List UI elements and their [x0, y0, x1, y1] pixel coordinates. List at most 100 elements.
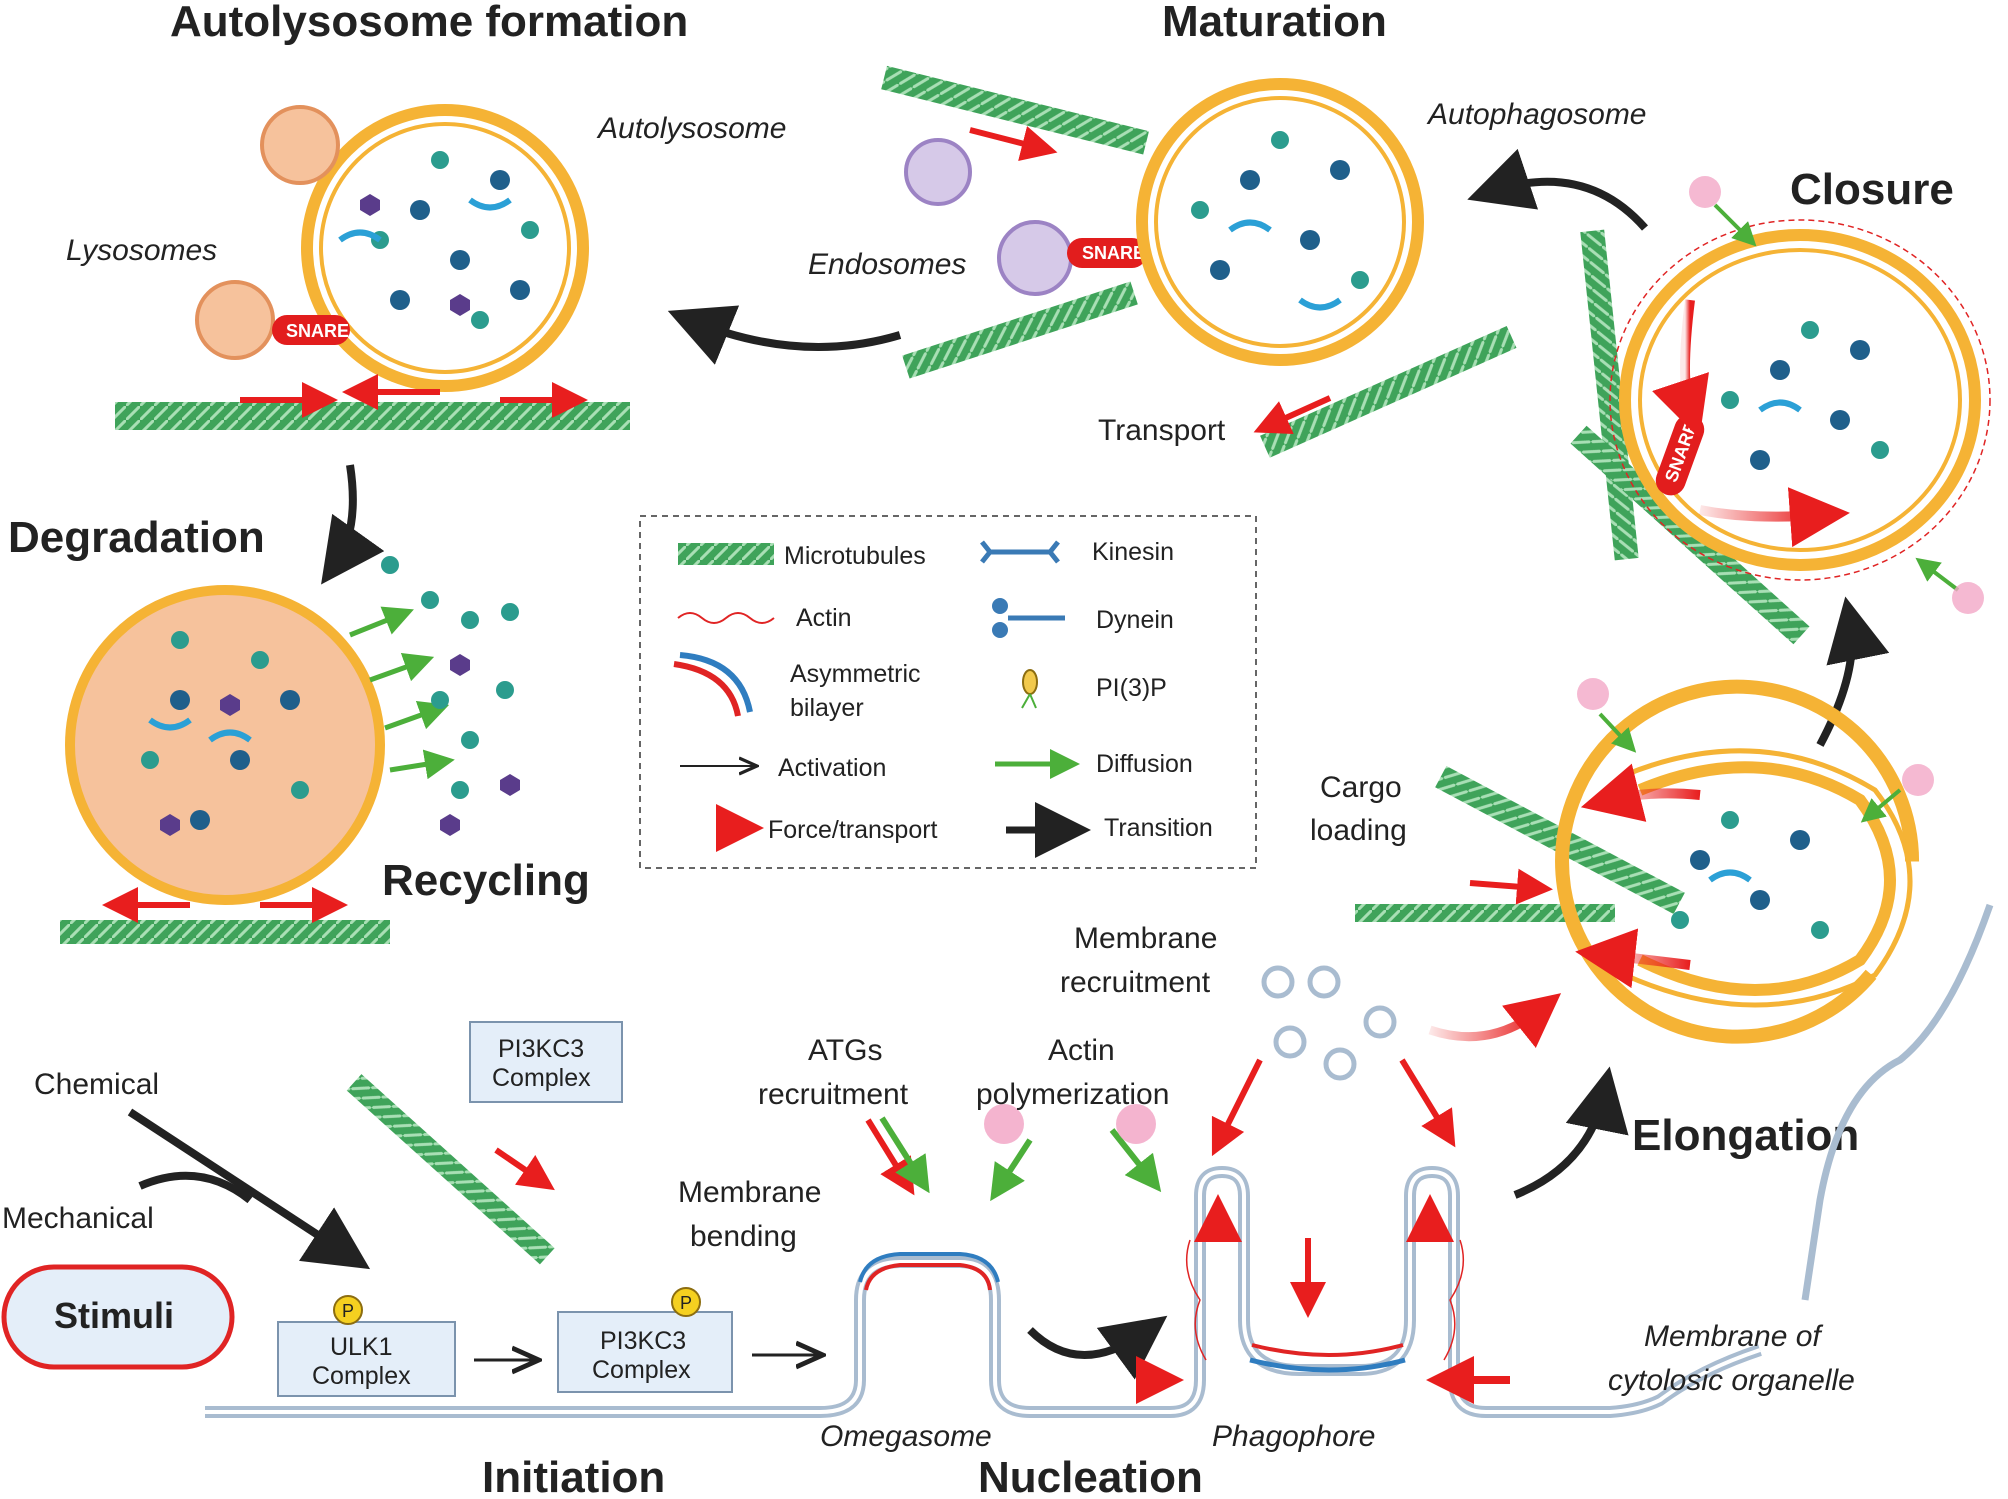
dynein-icon [992, 598, 1065, 638]
force-arrow-vesicle-left [1211, 1058, 1263, 1157]
pi3p-icon [1021, 669, 1038, 709]
legend-actin: Actin [796, 604, 852, 632]
phagophore-cup-blue [1249, 1357, 1406, 1373]
legend-microtubules-swatch [678, 543, 774, 565]
pi3kc3-label-1: PI3KC3 [600, 1327, 686, 1355]
elongating-phagophore [1555, 679, 1920, 1044]
pi3kc3-label-2: Complex [592, 1356, 691, 1384]
actin-filaments-phagophore [1185, 1239, 1465, 1361]
microtubule-bottom-left [115, 402, 630, 430]
elongating-phagophore-outer [1623, 748, 1913, 1008]
label-atgs-recruitment-2: recruitment [758, 1078, 909, 1111]
title-nucleation: Nucleation [978, 1453, 1203, 1499]
degradation-panel [60, 556, 520, 944]
microtubule-maturation-right [1260, 325, 1517, 458]
label-phagophore: Phagophore [1212, 1420, 1375, 1453]
autolysosome-formation-panel: SNARE Autolysosome Lysosomes [66, 104, 786, 430]
initiation-panel: Chemical Mechanical Stimuli ULK1 Complex… [1, 1021, 820, 1397]
snare-label-lysosome: SNARE [286, 321, 349, 341]
label-membrane-bending-2: bending [690, 1220, 797, 1253]
label-cargo-loading-2: loading [1310, 814, 1407, 847]
ulk1-label-1: ULK1 [330, 1333, 393, 1361]
er-membrane-lumen [205, 1169, 1761, 1414]
title-initiation: Initiation [482, 1453, 665, 1499]
label-membrane-organelle-1: Membrane of [1644, 1320, 1823, 1353]
legend-force-transport: Force/transport [768, 816, 938, 844]
atg-recruitment-green-arrow [879, 1116, 930, 1194]
microtubule-elongation-horizontal [1355, 904, 1615, 922]
diffusion-arrow-elongation-right [1860, 788, 1902, 823]
title-autolysosome-formation: Autolysosome formation [170, 0, 688, 46]
diffusion-arrow-elongation-top [1598, 712, 1637, 753]
legend-asymmetric-1: Asymmetric [790, 660, 921, 688]
pi3kc3-top-complex-box [469, 1021, 623, 1103]
endosome-docking [997, 220, 1073, 296]
force-arrow-vesicle-right [1399, 1058, 1456, 1148]
snare-badge-lysosome [272, 315, 350, 345]
label-membrane-recruitment-2: recruitment [1060, 966, 1211, 999]
actin-monomer-cloud-nucleation-right [1116, 1104, 1156, 1144]
label-autolysosome: Autolysosome [596, 112, 786, 145]
diffusion-arrow-3 [384, 700, 450, 731]
legend-diffusion: Diffusion [1096, 750, 1193, 778]
actin-monomer-cloud-closure-bottom [1952, 582, 1984, 614]
title-recycling: Recycling [382, 856, 590, 905]
closing-phagophore-inner [1638, 248, 1962, 552]
ulk1-complex-box [277, 1321, 456, 1397]
microtubule-maturation-top [881, 65, 1149, 155]
force-arrow-elongation-bottom [1575, 928, 1691, 989]
omegasome-blue-leaflet [858, 1252, 1000, 1283]
force-arrow-vesicles-elongation [1428, 993, 1562, 1048]
snare-label-endosome: SNARE [1082, 243, 1145, 263]
label-omegasome: Omegasome [820, 1420, 992, 1453]
title-maturation: Maturation [1162, 0, 1387, 46]
label-membrane-organelle-2: cytolosic organelle [1608, 1364, 1855, 1397]
cytosolic-organelle-membrane [1801, 903, 1994, 1301]
autophagosome-inner-membrane [1154, 96, 1406, 348]
phospho-badge-ulk1 [333, 1295, 363, 1325]
diffusion-arrow-2 [369, 652, 435, 683]
closure-panel: SNARE [1570, 176, 1991, 645]
phospho-badge-pi3kc3 [671, 1287, 701, 1317]
autolysosome-inner-membrane [319, 122, 571, 374]
label-chemical: Chemical [34, 1068, 159, 1101]
force-arrow-elongation-top [1580, 763, 1701, 822]
pi3kc3-top-label-2: Complex [492, 1064, 591, 1092]
asymmetric-bilayer-icon [673, 652, 753, 717]
title-elongation: Elongation [1632, 1111, 1859, 1160]
legend-pi3p: PI(3)P [1096, 674, 1167, 702]
diffusion-arrow-1 [349, 606, 414, 638]
force-arrow-cargo [1469, 868, 1553, 905]
transition-arrow-nucleation-to-elongation [1513, 1066, 1629, 1199]
label-lysosomes: Lysosomes [66, 234, 217, 267]
actin-monomer-cloud-nucleation-left [984, 1104, 1024, 1144]
label-membrane-bending-1: Membrane [678, 1176, 821, 1209]
label-autophagosome: Autophagosome [1426, 98, 1647, 131]
title-closure: Closure [1790, 165, 1954, 214]
phagophore-cup-red [1251, 1343, 1404, 1357]
snare-badge-endosome [1067, 238, 1147, 268]
actin-monomer-cloud-closure-top [1689, 176, 1721, 208]
pi3kc3-top-label-1: PI3KC3 [498, 1035, 584, 1063]
title-degradation: Degradation [8, 513, 265, 562]
transition-arrow-elongation-to-closure [1816, 596, 1890, 747]
membrane-vesicles [1261, 965, 1397, 1081]
closing-phagophore-membrane [1619, 229, 1981, 571]
microtubule-degradation [60, 920, 390, 944]
force-arrow-endosome [969, 126, 1058, 161]
label-stimuli: Stimuli [54, 1295, 174, 1336]
kinesin-icon [980, 540, 1060, 564]
mechanical-arrow [138, 1171, 253, 1204]
legend-activation: Activation [778, 754, 886, 782]
legend-asymmetric-2: bilayer [790, 694, 864, 722]
label-actin-polymerization-1: Actin [1048, 1034, 1115, 1067]
legend-kinesin: Kinesin [1092, 538, 1174, 566]
label-transport: Transport [1098, 414, 1226, 447]
actin-mesh-closure [1609, 219, 1991, 581]
legend-dynein: Dynein [1096, 606, 1174, 634]
legend-microtubules: Microtubules [784, 542, 926, 570]
lysosome-docking [195, 280, 275, 360]
transition-arrow-formation-to-degradation [321, 464, 385, 585]
